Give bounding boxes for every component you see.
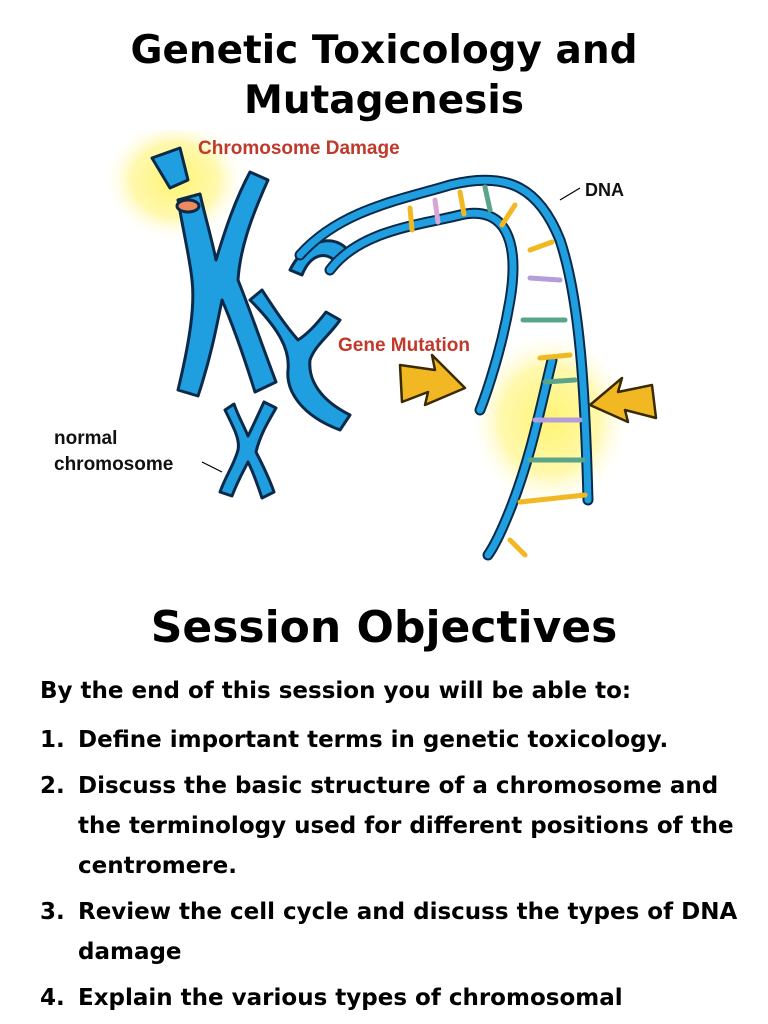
dna-helix [294, 174, 594, 561]
illustration-svg: Chromosome Damage DNA Gene Mutation norm… [54, 130, 658, 561]
objective-item: 3. Review the cell cycle and discuss the… [40, 892, 760, 972]
damaged-chromosome [150, 146, 278, 398]
label-gene-mutation: Gene Mutation [338, 335, 470, 356]
objective-number: 3. [40, 899, 65, 925]
objective-number: 4. [40, 985, 65, 1011]
objective-number: 2. [40, 773, 65, 799]
label-normal-line-2: chromosome [54, 454, 173, 475]
mutation-arrows [398, 353, 658, 424]
section-heading: Session Objectives [150, 602, 618, 653]
title-line-2: Mutagenesis [244, 78, 524, 123]
objective-number: 1. [40, 727, 65, 753]
objective-item: 1. Define important terms in genetic tox… [40, 720, 760, 760]
objective-item: 2. Discuss the basic structure of a chro… [40, 766, 760, 886]
normal-chromosome-pointer [201, 461, 223, 473]
label-normal-line-1: normal [54, 428, 117, 449]
objectives-intro: By the end of this session you will be a… [40, 678, 632, 704]
objective-text: Discuss the basic structure of a chromos… [78, 773, 734, 879]
objective-text: Explain the various types of chromosomal [78, 985, 623, 1011]
dna-pointer [559, 187, 581, 201]
objectives-list: 1. Define important terms in genetic tox… [40, 720, 760, 1024]
label-dna: DNA [585, 180, 624, 200]
label-chromosome-damage: Chromosome Damage [198, 138, 400, 159]
objective-text: Review the cell cycle and discuss the ty… [78, 899, 738, 965]
objective-text: Define important terms in genetic toxico… [78, 727, 669, 753]
title-line-1: Genetic Toxicology and [130, 28, 638, 73]
page-title: Genetic Toxicology and Mutagenesis [0, 26, 768, 126]
normal-chromosome [218, 400, 278, 500]
objective-item: 4. Explain the various types of chromoso… [40, 978, 760, 1018]
chromosome-dna-illustration: Chromosome Damage DNA Gene Mutation norm… [40, 130, 740, 575]
